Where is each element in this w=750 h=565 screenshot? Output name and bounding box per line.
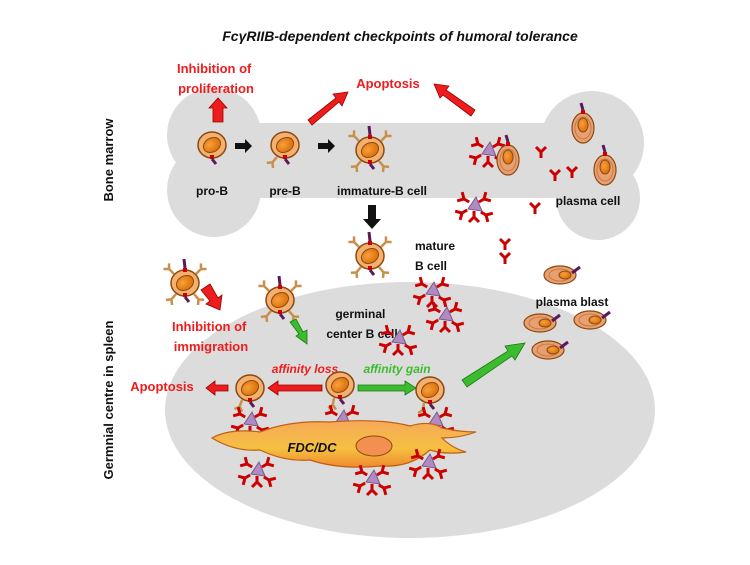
pre-b-label: pre-B [269, 184, 301, 198]
plasma-blast [572, 309, 612, 331]
fdc-dc-label: FDC/DC [287, 440, 337, 455]
affinity-loss-label: affinity loss [272, 362, 339, 376]
arrow-pre-to-immature [318, 139, 335, 153]
fdc-dc-cell [210, 420, 477, 468]
mature-b-label: mature B cell [415, 239, 458, 273]
plasma-blast [542, 264, 582, 286]
mature-b-cell [348, 232, 391, 278]
arrow-affinity-loss [267, 380, 323, 396]
spleen-germinal-centre-region [165, 282, 655, 538]
section-label-spleen: Germnial centre in spleen [101, 320, 116, 479]
immature-b-label: immature-B cell [337, 184, 427, 198]
arrow-up-inhibition [208, 97, 228, 123]
inhibition-proliferation-label: Inhibition of proliferation [177, 61, 255, 96]
arrow-pro-to-pre [235, 139, 252, 153]
antibody [528, 201, 542, 216]
inhibition-immigration-label: Inhibition of immigration [172, 319, 250, 354]
arrow-gc-entry [289, 318, 308, 345]
arrow-affinity-gain [357, 380, 417, 396]
plasma-blast-label: plasma blast [536, 295, 609, 309]
plasma-cell-label: plasma cell [556, 194, 621, 208]
arrow-apoptosis-right [433, 83, 476, 117]
pro-b-label: pro-B [196, 184, 228, 198]
arrow-inhibition-immigration [200, 283, 223, 311]
apoptosis-label-bone-marrow: Apoptosis [356, 76, 420, 91]
bone-marrow-region [167, 88, 644, 240]
immigrating-b-cell [163, 259, 206, 305]
fdc-nucleus [355, 435, 393, 457]
apoptosis-label-spleen: Apoptosis [130, 379, 194, 394]
section-label-bone-marrow: Bone marrow [101, 118, 116, 202]
arrow-apoptosis-left [307, 91, 349, 126]
antibody [498, 237, 512, 252]
germinal-center-label: germinal center B cell [326, 307, 397, 341]
arrow-to-plasma-blast [461, 342, 526, 388]
arrow-apoptosis-spleen [205, 380, 229, 396]
affinity-gain-label: affinity gain [363, 362, 430, 376]
diagram-title: FcγRIIB-dependent checkpoints of humoral… [222, 28, 578, 44]
antibody [498, 251, 512, 266]
arrow-immature-to-mature [363, 205, 381, 229]
